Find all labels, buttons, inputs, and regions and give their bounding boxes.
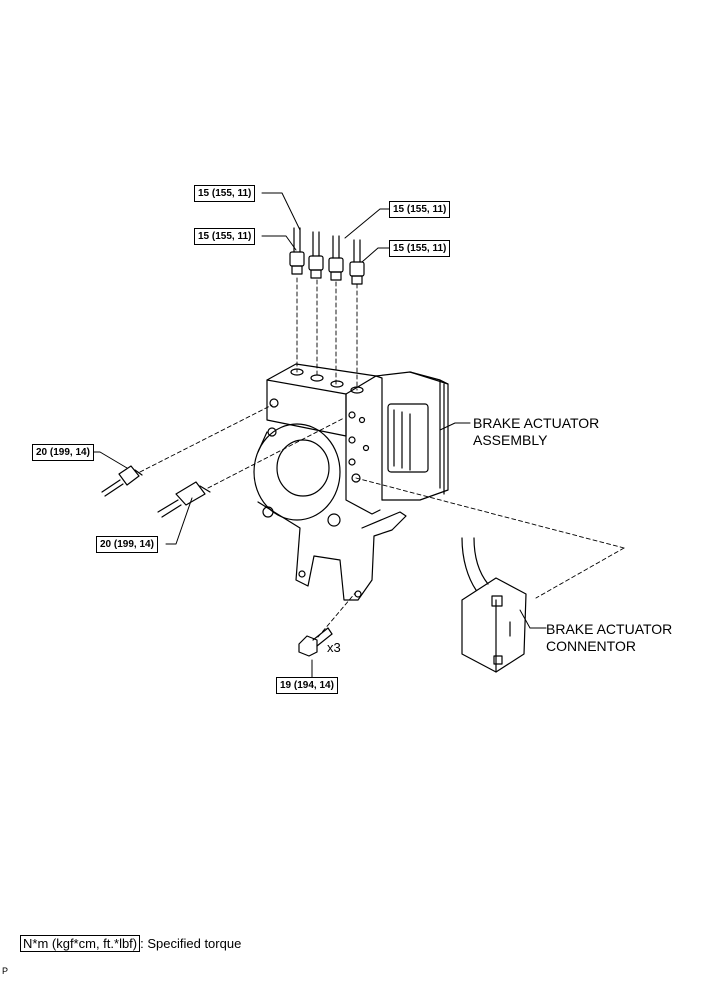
figure-code: P [2, 966, 9, 976]
legend-unit: N*m (kgf*cm, ft.*lbf) [20, 935, 141, 952]
union-bolt-3 [328, 235, 344, 281]
torque-label-side-union-1: 20 (199, 14) [32, 444, 94, 461]
dashed-alignment-lines [139, 277, 625, 638]
bolt-quantity: x3 [327, 640, 341, 655]
torque-label-bracket-bolt: 19 (194, 14) [276, 677, 338, 694]
torque-legend: N*m (kgf*cm, ft.*lbf): Specified torque [20, 935, 242, 952]
side-union-bolt-2 [157, 481, 211, 518]
union-bolt-2 [308, 231, 324, 279]
label-brake-actuator-assembly: BRAKE ACTUATOR ASSEMBLY [473, 415, 600, 448]
torque-label-side-union-2: 20 (199, 14) [96, 536, 158, 553]
torque-label-union-2: 15 (155, 11) [194, 228, 256, 245]
torque-label-union-3: 15 (155, 11) [389, 201, 451, 218]
ecu-housing [375, 371, 449, 501]
torque-label-union-1: 15 (155, 11) [194, 185, 256, 202]
actuator-bracket [257, 501, 407, 601]
union-bolt-4 [349, 239, 365, 285]
brake-actuator-connector [461, 537, 527, 673]
actuator-block [253, 363, 383, 521]
bracket-bolt [298, 627, 333, 657]
legend-description: : Specified torque [140, 936, 242, 951]
torque-label-union-4: 15 (155, 11) [389, 240, 451, 257]
union-bolt-1 [289, 227, 305, 275]
side-union-bolt-1 [101, 465, 143, 497]
label-brake-actuator-connector: BRAKE ACTUATOR CONNENTOR [546, 621, 673, 654]
